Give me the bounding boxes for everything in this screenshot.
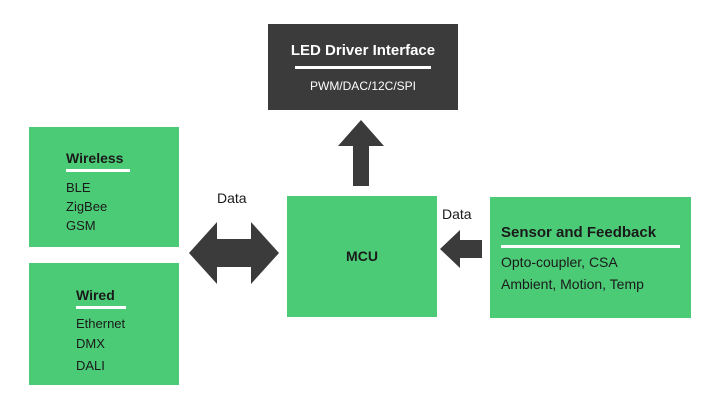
wired-item-ethernet: Ethernet <box>76 316 126 331</box>
led-driver-title: LED Driver Interface <box>290 42 436 59</box>
led-driver-title-underline <box>295 66 431 69</box>
wired-item-dali: DALI <box>76 358 105 373</box>
wired-title-underline <box>76 306 126 309</box>
sensor-to-mcu-arrow <box>440 230 482 268</box>
sensor-feedback-title-underline <box>501 245 680 248</box>
wireless-item-ble: BLE <box>66 180 91 195</box>
sensor-item-ambient: Ambient, Motion, Temp <box>501 276 644 292</box>
comm-mcu-double-arrow <box>189 222 279 284</box>
led-driver-interface-block: LED Driver Interface PWM/DAC/12C/SPI <box>268 24 458 110</box>
sensor-feedback-title: Sensor and Feedback <box>501 224 657 241</box>
wired-item-dmx: DMX <box>76 336 105 351</box>
wireless-item-zigbee: ZigBee <box>66 199 108 214</box>
sensor-data-label: Data <box>442 206 472 222</box>
wireless-block: Wireless BLE ZigBee GSM <box>29 127 179 247</box>
led-driver-protocols: PWM/DAC/12C/SPI <box>309 79 417 93</box>
mcu-to-led-driver-arrow <box>338 120 384 186</box>
comm-data-label: Data <box>217 190 247 206</box>
wireless-title-underline <box>66 169 130 172</box>
wired-title: Wired <box>76 287 115 303</box>
wireless-title: Wireless <box>66 150 124 166</box>
mcu-block: MCU <box>287 196 437 317</box>
sensor-feedback-block: Sensor and Feedback Opto-coupler, CSA Am… <box>490 197 691 318</box>
mcu-label: MCU <box>346 248 378 264</box>
wired-block: Wired Ethernet DMX DALI <box>29 263 179 385</box>
sensor-item-opto: Opto-coupler, CSA <box>501 254 618 270</box>
wireless-item-gsm: GSM <box>66 218 96 233</box>
